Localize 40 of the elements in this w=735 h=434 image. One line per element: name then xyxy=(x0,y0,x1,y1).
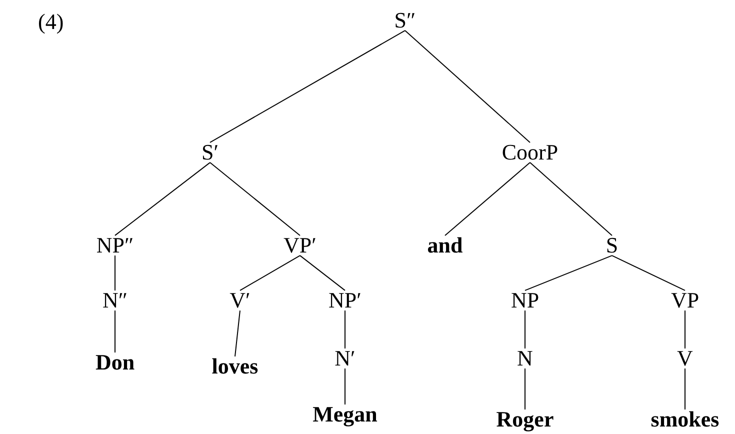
word-label: loves xyxy=(210,354,260,378)
tree-branch xyxy=(524,255,612,291)
category-label: N′ xyxy=(334,346,356,370)
category-label: NP′ xyxy=(328,288,362,312)
word-label: Roger xyxy=(495,407,555,431)
word-label: smokes xyxy=(650,407,720,431)
word-label: and xyxy=(426,233,464,257)
category-label: VP xyxy=(670,288,700,312)
tree-branch xyxy=(524,310,526,349)
category-label: S xyxy=(604,233,620,257)
category-label: N″ xyxy=(101,288,129,312)
category-label: V xyxy=(676,346,694,370)
tree-branch xyxy=(114,255,116,291)
tree-branch xyxy=(234,310,240,357)
category-label: CoorP xyxy=(500,140,560,164)
tree-branch xyxy=(240,255,300,291)
tree-branch xyxy=(684,310,686,349)
category-label: NP xyxy=(510,288,540,312)
tree-branch xyxy=(114,162,210,236)
tree-branch xyxy=(210,30,406,143)
category-label: V′ xyxy=(228,288,252,312)
tree-branch xyxy=(530,162,612,236)
tree-branch xyxy=(210,162,300,236)
tree-branch xyxy=(344,310,346,349)
tree-branch xyxy=(444,162,530,236)
example-number: (4) xyxy=(38,10,64,34)
category-label: S″ xyxy=(393,8,417,32)
tree-branch xyxy=(404,30,530,143)
tree-branch xyxy=(524,368,526,410)
tree-branch xyxy=(300,255,346,291)
category-label: N xyxy=(516,346,534,370)
tree-branch xyxy=(114,310,116,353)
word-label: Don xyxy=(94,350,136,374)
tree-branch xyxy=(684,368,686,410)
tree-branch xyxy=(612,255,686,291)
word-label: Megan xyxy=(312,402,378,426)
category-label: VP′ xyxy=(282,233,318,257)
tree-branch xyxy=(344,368,346,405)
category-label: S′ xyxy=(200,140,220,164)
category-label: NP″ xyxy=(95,233,135,257)
